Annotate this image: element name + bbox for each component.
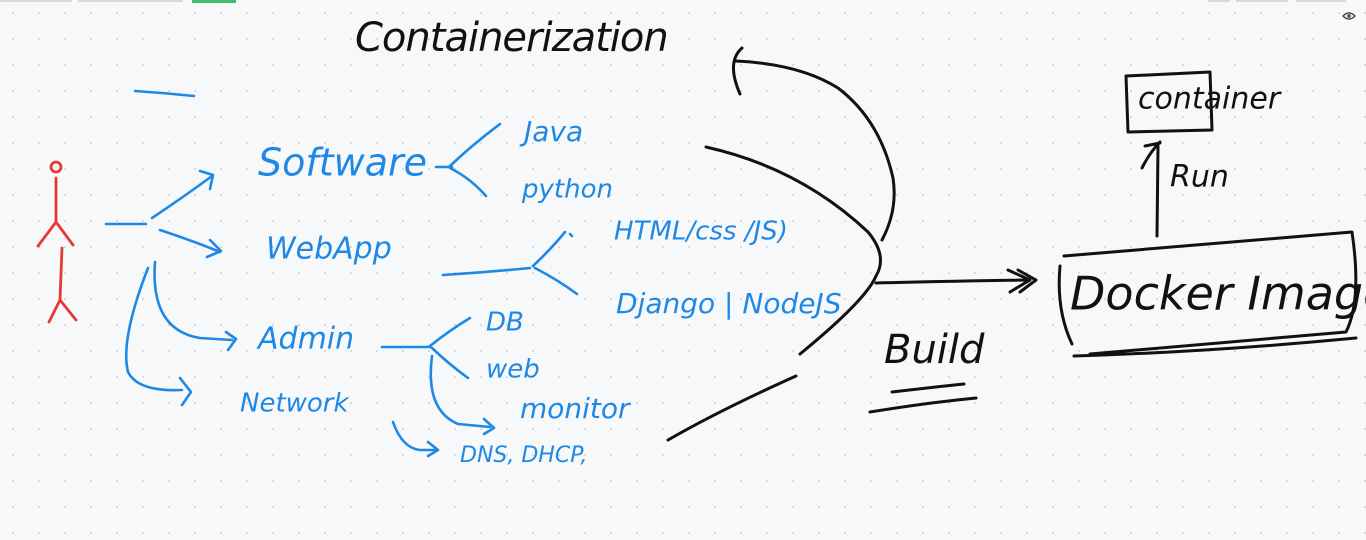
build-arrow <box>874 268 1038 294</box>
toolbar-segment <box>1236 0 1288 2</box>
toolbar-segment <box>0 0 72 2</box>
admin-item-monitor: monitor <box>520 392 631 425</box>
person-figure-icon <box>36 160 78 324</box>
container-label: container <box>1138 82 1282 117</box>
network-item-dns: DNS, DHCP, <box>460 443 587 468</box>
category-webapp: WebApp <box>266 232 392 267</box>
software-item-java: Java <box>519 115 583 148</box>
toolbar-segment <box>1208 0 1230 2</box>
arrow-to-admin <box>153 260 238 352</box>
funnel-bracket <box>704 145 882 356</box>
webapp-item-django: Django | NodeJS <box>616 287 842 320</box>
category-network: Network <box>240 389 350 419</box>
toolbar-segment <box>78 0 183 2</box>
webapp-fork <box>441 230 579 296</box>
run-label: Run <box>1170 160 1229 195</box>
arrow-to-software <box>150 169 215 220</box>
arrow-to-network <box>124 266 193 407</box>
funnel-lower-stroke <box>666 374 798 442</box>
top-curve-stroke <box>732 46 896 242</box>
webapp-item-html: HTML/css /JS) <box>614 217 788 247</box>
toolbar-segment <box>1296 0 1346 2</box>
category-software: Software <box>258 141 427 185</box>
category-admin: Admin <box>256 322 354 357</box>
diagram-title: Containerization <box>355 15 668 61</box>
eye-icon[interactable] <box>1342 11 1356 21</box>
software-item-python: python <box>521 175 613 205</box>
stray-stroke <box>133 89 196 98</box>
container-box <box>1124 70 1214 134</box>
admin-item-web: web <box>486 355 540 385</box>
admin-item-db: DB <box>486 308 524 338</box>
run-arrow <box>1140 140 1162 238</box>
build-underline <box>868 382 978 414</box>
software-fork <box>434 122 502 198</box>
docker-image-label: Docker Image <box>1070 267 1366 321</box>
toolbar-active-indicator <box>192 0 236 3</box>
admin-fork <box>380 316 496 436</box>
docker-image-box <box>1057 230 1358 358</box>
build-label: Build <box>884 327 985 373</box>
network-arrow <box>391 420 440 458</box>
arrow-to-webapp <box>158 228 223 259</box>
top-toolbar-strip <box>0 0 1366 4</box>
